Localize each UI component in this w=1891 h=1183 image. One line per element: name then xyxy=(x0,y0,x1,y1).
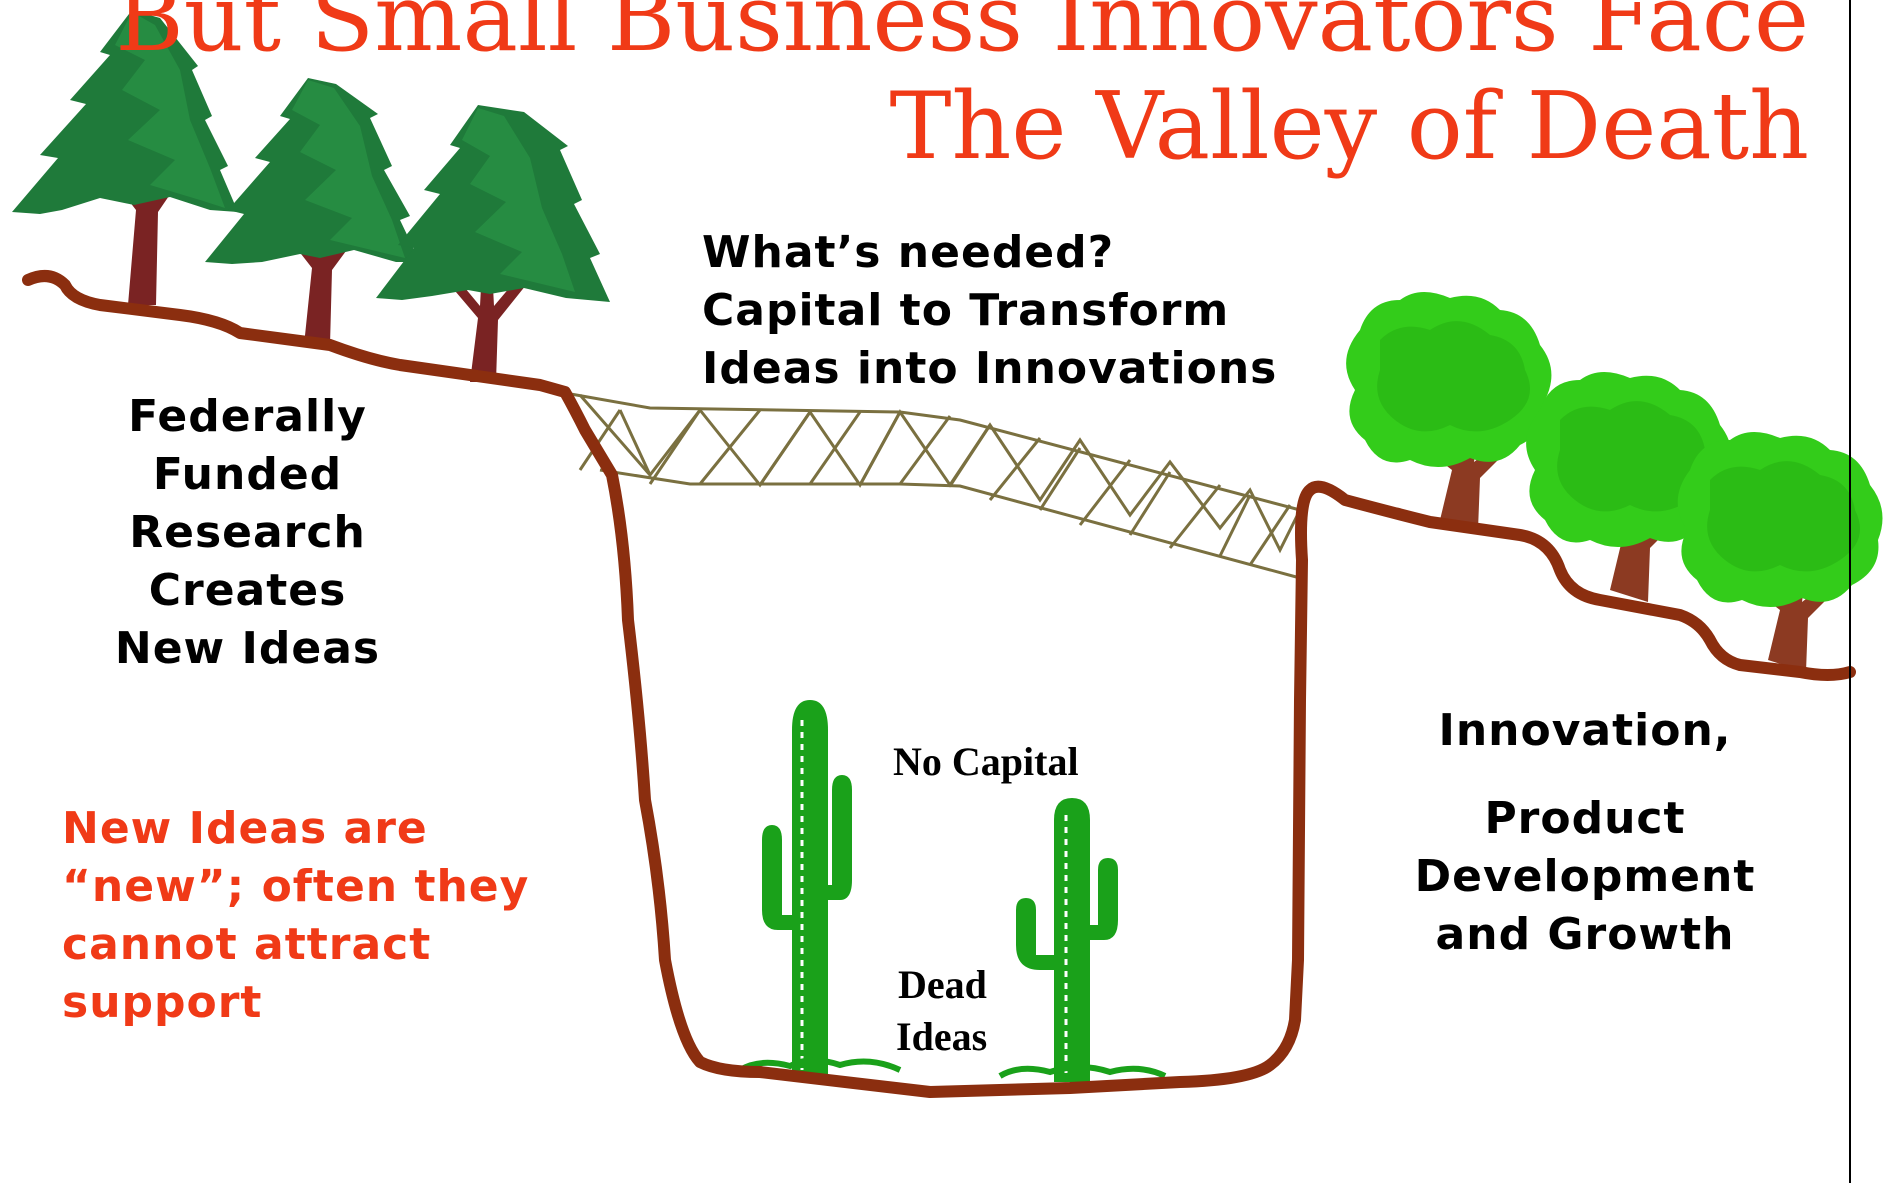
pine-tree-2-icon xyxy=(205,78,420,345)
pine-tree-1-icon xyxy=(12,10,238,305)
bridge-truss xyxy=(564,391,1302,580)
innovation-caption: Innovation, Product Development and Grow… xyxy=(1390,702,1780,964)
title-line-2: The Valley of Death xyxy=(889,72,1809,180)
left-line-5: New Ideas xyxy=(114,623,381,674)
needed-line-2: Ideas into Innovations xyxy=(702,343,1278,394)
cactus-1-icon xyxy=(738,700,902,1075)
right-line-4: and Growth xyxy=(1435,909,1735,960)
needed-question: What’s needed? xyxy=(702,227,1115,278)
needed-line-1: Capital to Transform xyxy=(702,285,1230,336)
note-line-1: New Ideas are xyxy=(62,803,428,854)
right-line-3: Development xyxy=(1414,851,1756,902)
dead-ideas-line-2: Ideas xyxy=(896,1014,988,1059)
left-line-1: Federally xyxy=(128,391,367,442)
right-line-2: Product xyxy=(1484,793,1686,844)
note-line-2: “new”; often they xyxy=(62,861,530,912)
title-line-1: But Small Business Innovators Face xyxy=(115,0,1809,72)
new-ideas-note: New Ideas are “new”; often they cannot a… xyxy=(62,800,529,1032)
note-line-4: support xyxy=(62,977,263,1028)
left-line-3: Research xyxy=(129,507,366,558)
slide-right-border xyxy=(1849,0,1851,1183)
left-line-2: Funded xyxy=(152,449,343,500)
left-line-4: Creates xyxy=(148,565,347,616)
pine-tree-3-icon xyxy=(376,105,610,382)
dead-ideas-line-1: Dead xyxy=(898,962,987,1007)
right-line-1: Innovation, xyxy=(1438,705,1732,756)
valley-ground xyxy=(22,270,1856,1098)
note-line-3: cannot attract xyxy=(62,919,432,970)
research-caption: Federally Funded Research Creates New Id… xyxy=(70,388,425,678)
oak-tree-1-icon xyxy=(1346,291,1552,530)
cactus-2-icon xyxy=(998,798,1167,1082)
oak-tree-3-icon xyxy=(1677,431,1883,672)
no-capital-label: No Capital xyxy=(893,739,1079,784)
